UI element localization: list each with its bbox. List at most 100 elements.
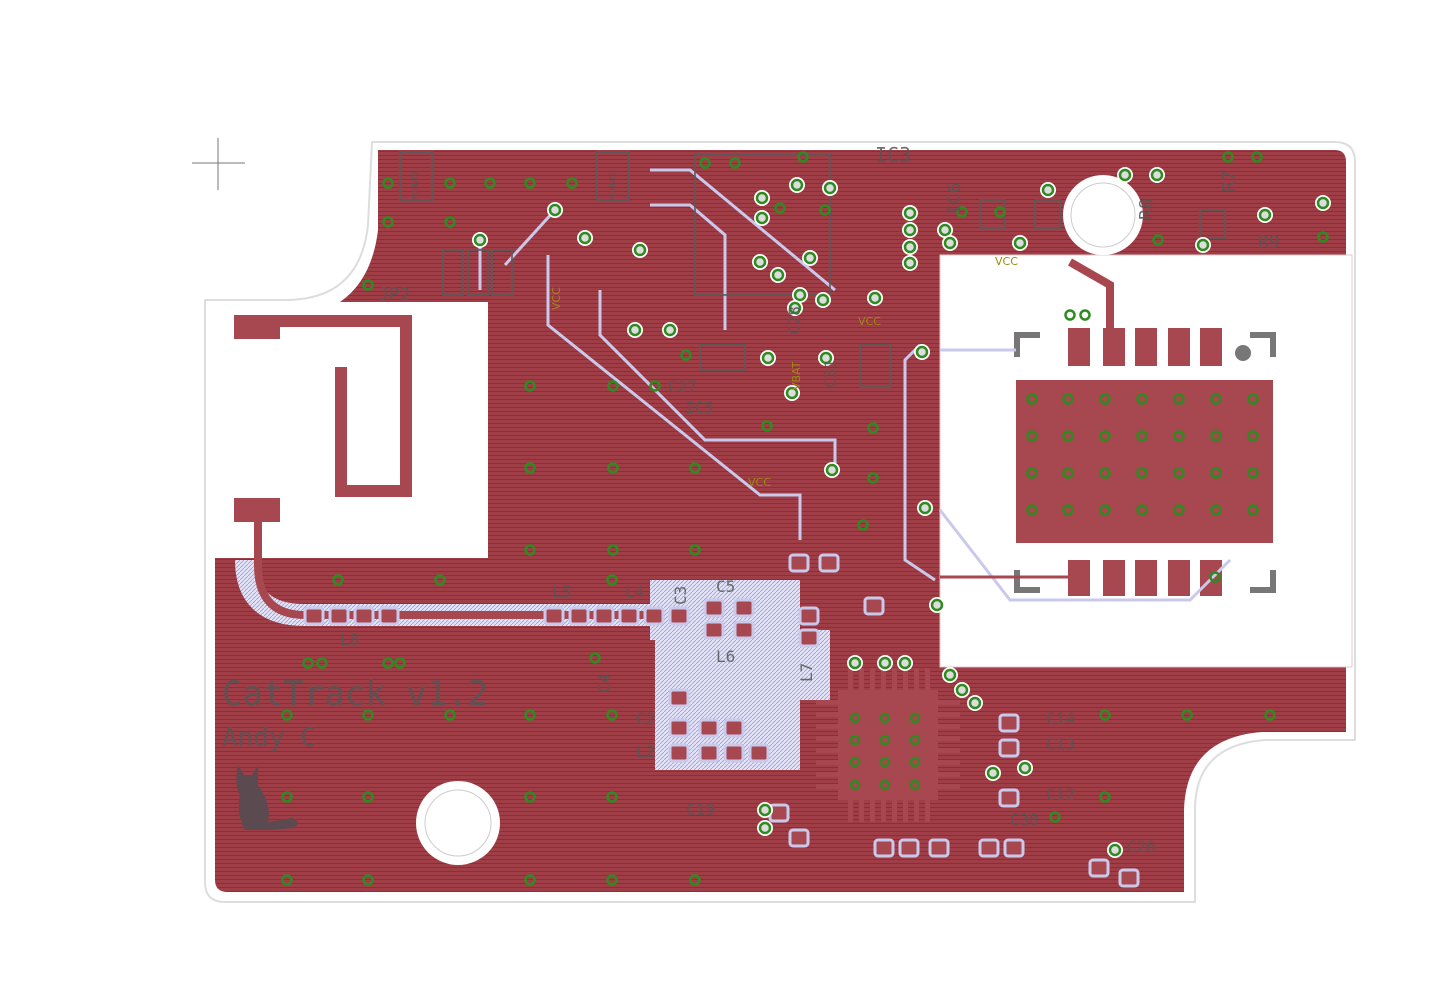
smd-pad — [328, 606, 350, 626]
ground-via — [1064, 309, 1076, 321]
gps-pad — [1168, 560, 1190, 596]
ground-via — [1247, 467, 1259, 479]
via-ring — [1013, 236, 1027, 250]
qfn-pin — [903, 800, 908, 822]
ground-via — [1099, 393, 1111, 405]
ground-via — [797, 151, 809, 163]
label-vbat: VBAT — [790, 361, 803, 390]
via-ring — [955, 683, 969, 697]
smd-pad — [723, 743, 745, 763]
via-ring — [819, 351, 833, 365]
qfn-pin — [925, 800, 930, 822]
label-mount2: MOUNT2 — [411, 171, 420, 200]
ground-via — [362, 709, 374, 721]
via-ring — [633, 243, 647, 257]
ground-via — [1222, 151, 1234, 163]
ground-via — [1173, 504, 1185, 516]
label-c27: C27 — [668, 377, 697, 396]
gps-pad — [1068, 560, 1090, 596]
ground-via — [909, 756, 921, 768]
smd-pad — [668, 688, 690, 708]
smd-pad — [978, 838, 1000, 858]
ground-via — [699, 157, 711, 169]
ground-via — [1062, 467, 1074, 479]
ground-via — [382, 177, 394, 189]
smd-pad — [668, 743, 690, 763]
ground-via — [316, 657, 328, 669]
smd-pad — [748, 743, 770, 763]
smd-pad — [568, 606, 590, 626]
ground-via — [606, 709, 618, 721]
ground-via — [362, 874, 374, 886]
smd-pad — [733, 620, 755, 640]
ground-via — [1247, 430, 1259, 442]
gps-pad — [1103, 328, 1125, 366]
via-ring — [1196, 238, 1210, 252]
board-author: Andy C — [222, 723, 316, 753]
via-ring — [1316, 196, 1330, 210]
via-ring — [1018, 761, 1032, 775]
via-ring — [903, 206, 917, 220]
qfn-pin — [848, 668, 853, 690]
ground-via — [680, 349, 692, 361]
ground-via — [444, 177, 456, 189]
smd-pad — [768, 803, 790, 823]
qfn-pin — [848, 800, 853, 822]
ground-via — [382, 657, 394, 669]
label-ic3: IC3 — [875, 143, 911, 167]
ground-via — [281, 709, 293, 721]
vias — [281, 151, 1331, 886]
gps-pad — [1135, 560, 1157, 596]
ground-via — [434, 574, 446, 586]
ground-via — [302, 657, 314, 669]
smd-pad — [928, 838, 950, 858]
smd-pad — [1088, 858, 1110, 878]
via-ring — [785, 386, 799, 400]
ground-via — [524, 462, 536, 474]
ground-via — [879, 779, 891, 791]
ground-via — [382, 216, 394, 228]
ground-via — [1136, 430, 1148, 442]
ground-via — [1210, 504, 1222, 516]
ground-via — [1247, 393, 1259, 405]
ground-via — [1152, 234, 1164, 246]
ground-via — [956, 206, 968, 218]
ground-via — [1209, 571, 1221, 583]
label-jp2: JP2 — [378, 284, 411, 305]
label-vcc: VCC — [748, 476, 771, 489]
smd-pad — [353, 606, 375, 626]
smd-pad — [998, 713, 1020, 733]
ground-via — [867, 422, 879, 434]
smd-pad — [873, 838, 895, 858]
ground-via — [879, 712, 891, 724]
via-ring — [771, 268, 785, 282]
ground-via — [1264, 709, 1276, 721]
ground-via — [606, 791, 618, 803]
smd-pad — [998, 788, 1020, 808]
ground-via — [1026, 393, 1038, 405]
origin-crosshair — [192, 138, 245, 190]
via-ring — [903, 256, 917, 270]
label-l4: L4 — [625, 582, 644, 601]
qfn-pin — [816, 700, 838, 705]
label-c13: C13 — [1046, 735, 1075, 754]
qfn-pin — [816, 760, 838, 765]
label-mount1: MOUNT1 — [608, 171, 617, 200]
label-l6: L6 — [716, 647, 735, 666]
ground-via — [1173, 430, 1185, 442]
ground-via — [524, 380, 536, 392]
qfn-pin — [938, 748, 960, 753]
ground-via — [1173, 467, 1185, 479]
smd-pad — [543, 606, 565, 626]
qfn-pin — [938, 712, 960, 717]
via-ring — [986, 766, 1000, 780]
label-r9: R9 — [1258, 232, 1280, 253]
smd-pad — [593, 606, 615, 626]
via-ring — [548, 203, 562, 217]
via-ring — [1258, 208, 1272, 222]
ground-via — [1062, 504, 1074, 516]
via-ring — [753, 255, 767, 269]
qfn-pin — [938, 700, 960, 705]
qfn-pin — [914, 668, 919, 690]
smd-pad — [818, 553, 840, 573]
